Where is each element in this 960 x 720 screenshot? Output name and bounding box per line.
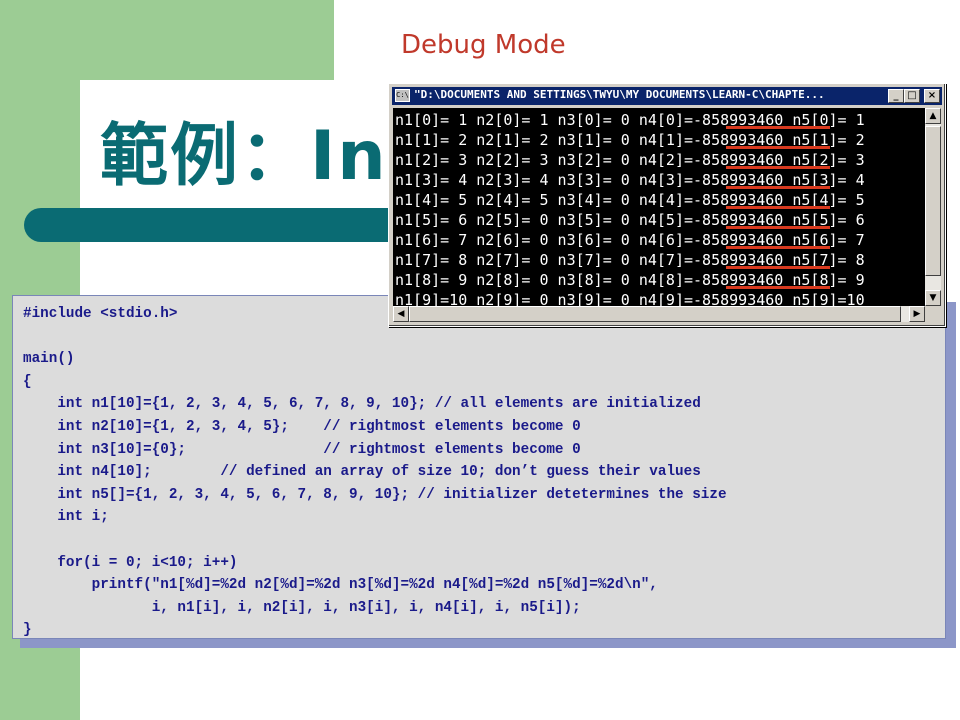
scroll-up-button[interactable]: ▲ [925,108,941,124]
top-accent-block [80,0,334,80]
maximize-button[interactable]: □ [904,89,920,103]
code-line: } [23,622,32,639]
slide-title: 範例：Ini [100,117,414,196]
code-line: main() [23,351,75,368]
console-line: n1[4]= 5 n2[4]= 5 n3[4]= 0 n4[4]=-858993… [395,191,865,209]
n4-value-underline [726,126,830,129]
minimize-button[interactable]: _ [888,89,904,103]
console-line: n1[3]= 4 n2[3]= 4 n3[3]= 0 n4[3]=-858993… [395,171,865,189]
n4-value-underline [726,286,830,289]
code-line: int n1[10]={1, 2, 3, 4, 5, 6, 7, 8, 9, 1… [23,396,701,413]
code-line [23,529,727,552]
code-listing: #include <stdio.h> main() { int n1[10]={1,… [23,303,727,642]
code-line: int n4[10]; // defined an array of size … [23,464,701,481]
n4-value-underline [726,226,830,229]
n4-value-underline [726,146,830,149]
console-line: n1[6]= 7 n2[6]= 0 n3[6]= 0 n4[6]=-858993… [395,231,865,249]
code-line: int n2[10]={1, 2, 3, 4, 5}; // rightmost… [23,418,581,435]
console-line: n1[0]= 1 n2[0]= 1 n3[0]= 0 n4[0]=-858993… [395,111,865,129]
n4-value-underline [726,266,830,269]
vertical-scroll-thumb[interactable] [925,126,941,276]
n4-value-underline [726,206,830,209]
close-button[interactable]: × [924,89,940,103]
console-window[interactable]: C:\ "D:\DOCUMENTS AND SETTINGS\TWYU\MY D… [388,83,946,327]
console-window-title: "D:\DOCUMENTS AND SETTINGS\TWYU\MY DOCUM… [414,88,825,101]
code-line [23,326,727,349]
resize-grip[interactable] [925,306,941,322]
console-line: n1[2]= 3 n2[2]= 3 n3[2]= 0 n4[2]=-858993… [395,151,865,169]
n4-value-underline [726,246,830,249]
code-line: for(i = 0; i<10; i++) [23,554,238,571]
n4-value-underline [726,166,830,169]
code-line: printf("n1[%d]=%2d n2[%d]=%2d n3[%d]=%2d… [23,577,658,594]
console-title-bar[interactable]: C:\ "D:\DOCUMENTS AND SETTINGS\TWYU\MY D… [392,87,942,105]
scroll-down-button[interactable]: ▼ [925,290,941,306]
console-line: n1[8]= 9 n2[8]= 0 n3[8]= 0 n4[8]=-858993… [395,271,865,289]
code-line: #include <stdio.h> [23,306,178,322]
code-line: int i; [23,509,109,526]
code-listing-box: #include <stdio.h> main() { int n1[10]={1,… [12,295,946,639]
console-output: n1[0]= 1 n2[0]= 1 n3[0]= 0 n4[0]=-858993… [393,108,925,306]
console-line: n1[5]= 6 n2[5]= 0 n3[5]= 0 n4[5]=-858993… [395,211,865,229]
horizontal-scroll-thumb[interactable] [409,306,901,322]
console-line: n1[1]= 2 n2[1]= 2 n3[1]= 0 n4[1]=-858993… [395,131,865,149]
console-line: n1[9]=10 n2[9]= 0 n3[9]= 0 n4[9]=-858993… [395,291,865,306]
console-line: n1[7]= 8 n2[7]= 0 n3[7]= 0 n4[7]=-858993… [395,251,865,269]
console-app-icon[interactable]: C:\ [395,89,410,102]
accent-corner [80,80,334,160]
code-line: int n5[]={1, 2, 3, 4, 5, 6, 7, 8, 9, 10}… [23,486,727,503]
n4-value-underline [726,186,830,189]
debug-mode-label: Debug Mode [401,30,566,60]
scroll-right-button[interactable]: ▶ [909,306,925,322]
scroll-left-button[interactable]: ◀ [393,306,409,322]
vertical-scrollbar[interactable]: ▲ ▼ [925,108,941,306]
horizontal-scrollbar[interactable]: ◀ ▶ [393,306,925,322]
code-line: int n3[10]={0}; // rightmost elements be… [23,441,581,458]
code-line: { [23,373,32,390]
console-output-area[interactable]: n1[0]= 1 n2[0]= 1 n3[0]= 0 n4[0]=-858993… [393,108,925,306]
code-line: i, n1[i], i, n2[i], i, n3[i], i, n4[i], … [23,599,581,616]
